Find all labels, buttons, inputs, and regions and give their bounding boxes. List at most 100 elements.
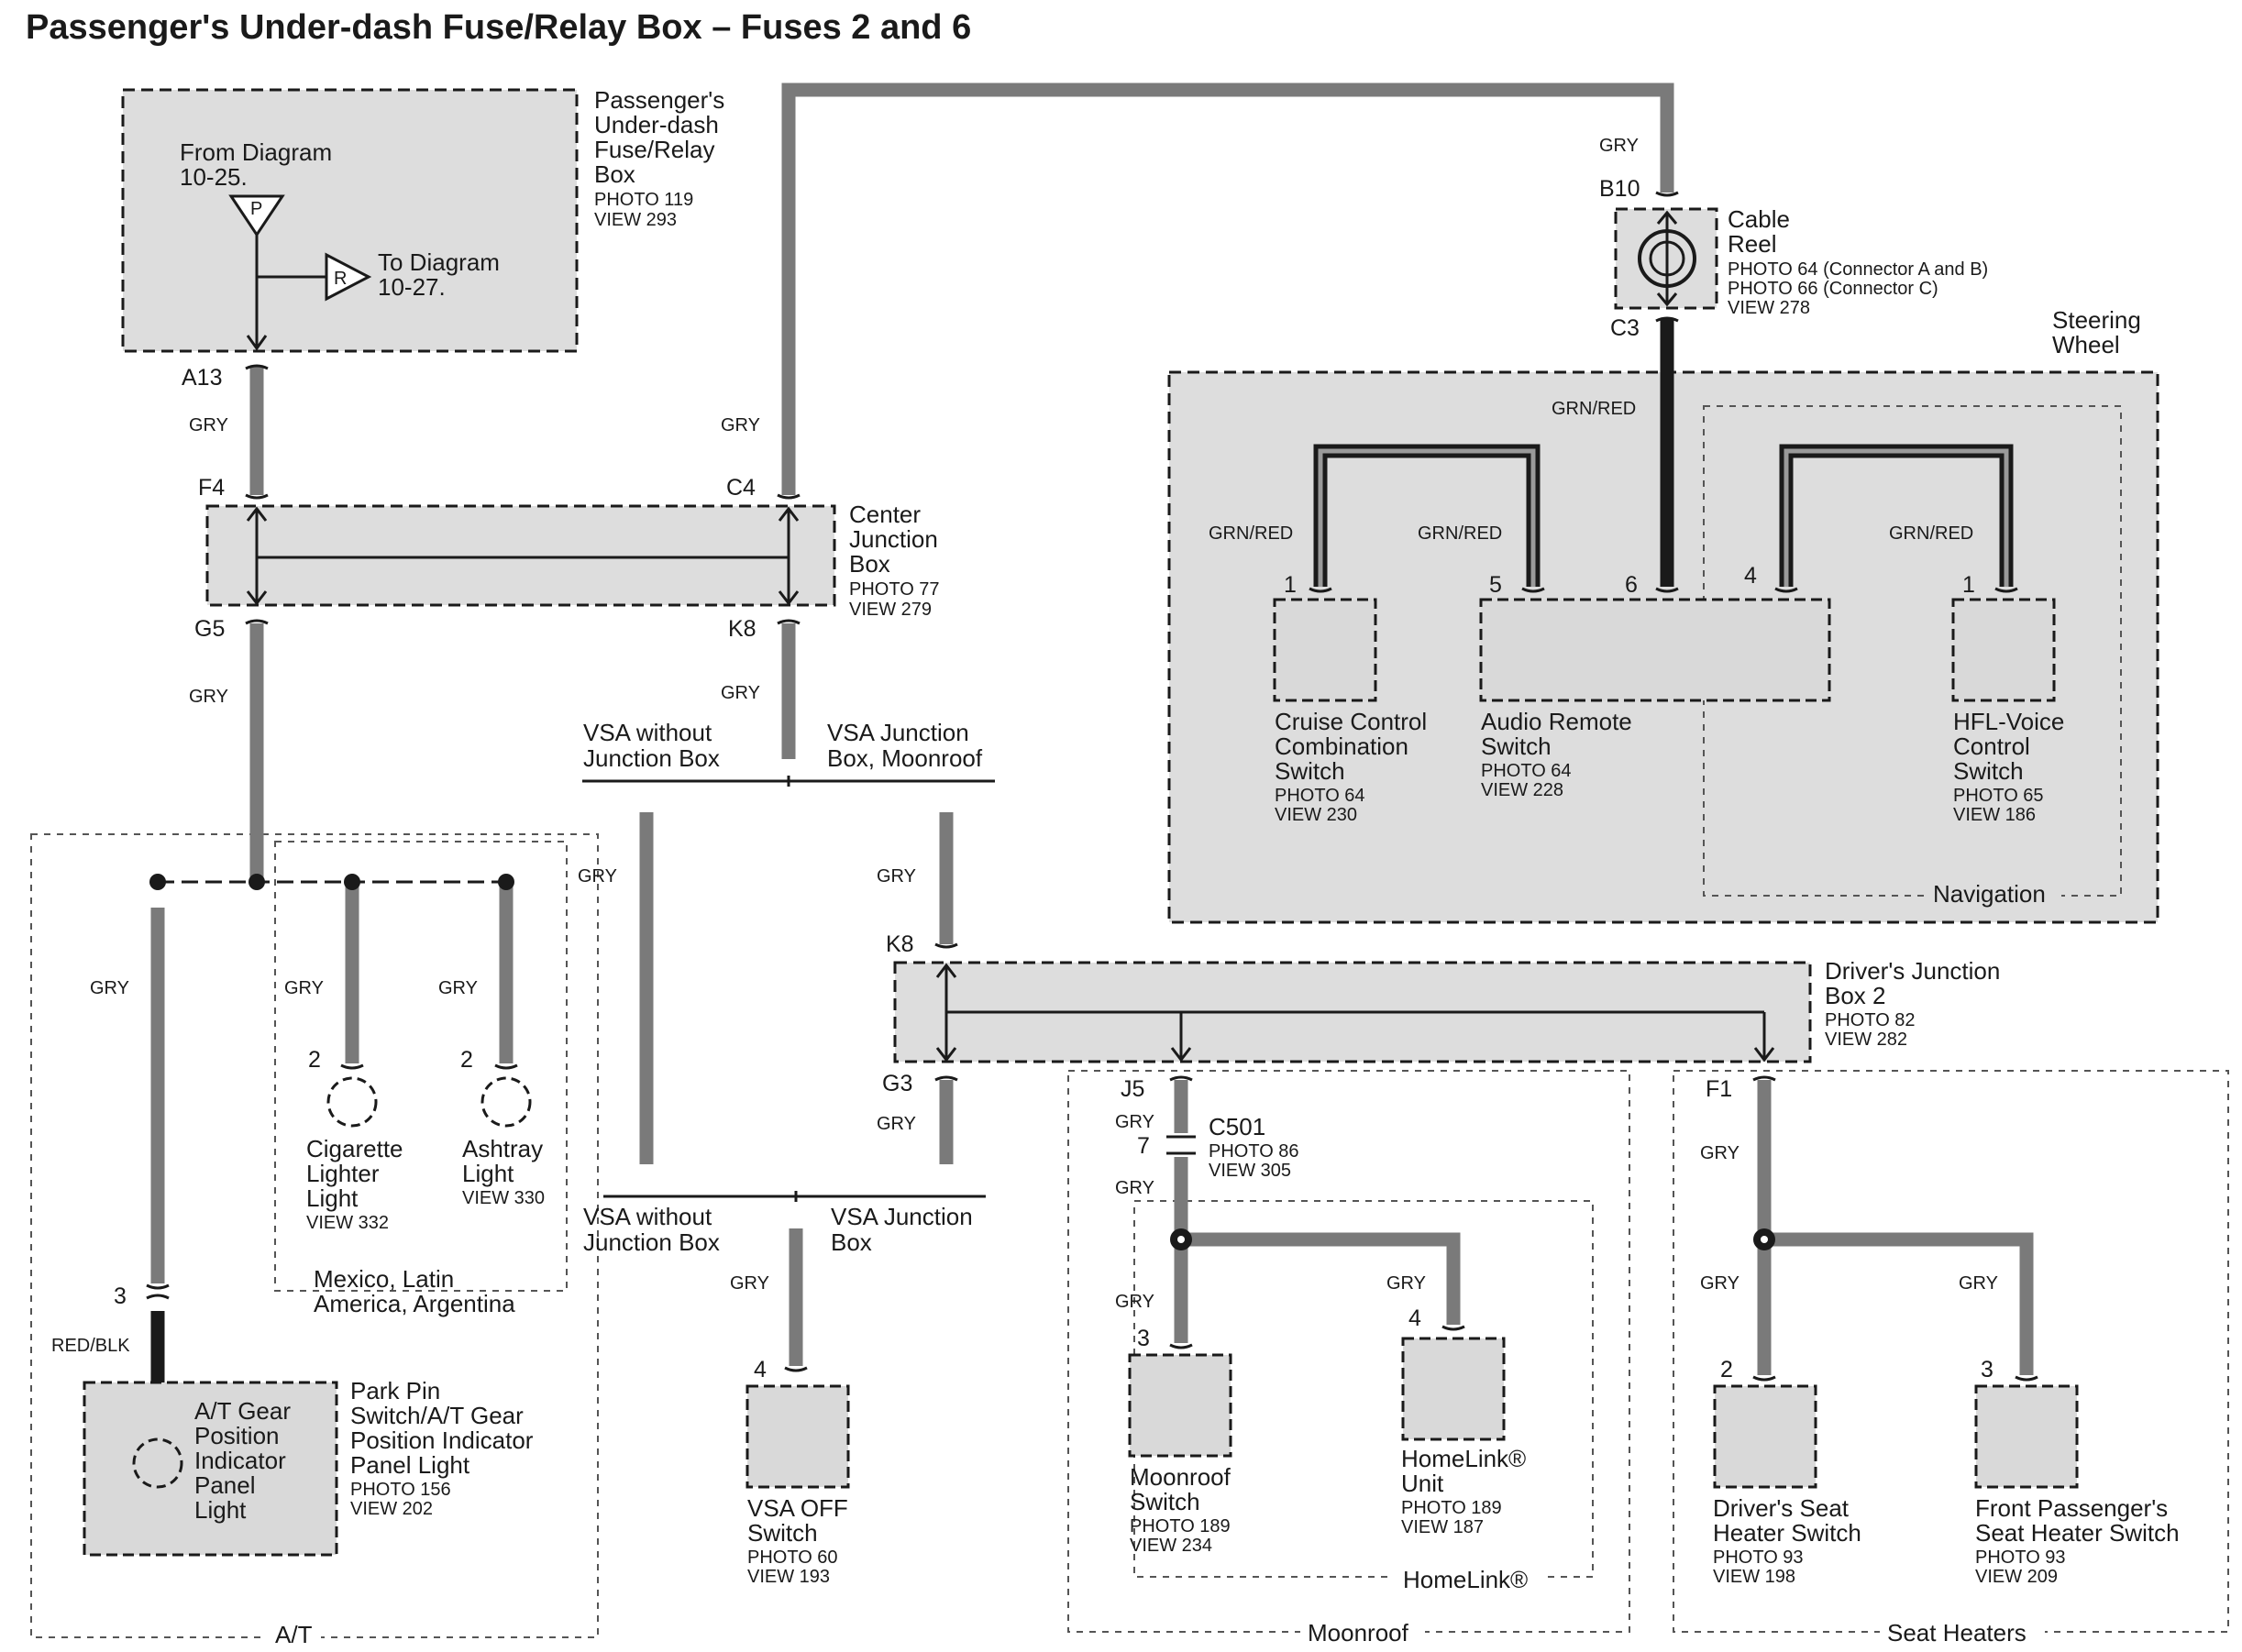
svg-text:VIEW 278: VIEW 278 — [1728, 298, 1810, 318]
svg-text:PHOTO 60: PHOTO 60 — [747, 1547, 838, 1568]
drivers-junction-label: Driver's Junction Box 2 PHOTO 82 VIEW 28… — [1825, 957, 2000, 1050]
svg-text:Control: Control — [1953, 732, 2030, 760]
svg-text:PHOTO 156: PHOTO 156 — [350, 1480, 451, 1500]
svg-text:VIEW 202: VIEW 202 — [350, 1499, 433, 1519]
park-pin-switch-label: Park Pin Switch/A/T Gear Position Indica… — [350, 1377, 534, 1519]
cigarette-lighter-label: Cigarette Lighter Light VIEW 332 — [306, 1135, 403, 1233]
svg-text:Position: Position — [194, 1422, 280, 1449]
homelink-group-label: HomeLink® — [1403, 1566, 1528, 1593]
c501-label: C501 PHOTO 86 VIEW 305 — [1209, 1113, 1299, 1181]
svg-text:Cigarette: Cigarette — [306, 1135, 403, 1162]
cruise-control-switch — [1273, 598, 1377, 702]
svg-text:2: 2 — [1720, 1357, 1733, 1382]
svg-text:PHOTO 65: PHOTO 65 — [1953, 786, 2044, 806]
svg-text:VIEW 193: VIEW 193 — [747, 1567, 830, 1587]
svg-text:Lighter: Lighter — [306, 1160, 380, 1187]
pin-f1: F1 — [1706, 1076, 1732, 1102]
svg-text:Box 2: Box 2 — [1825, 982, 1886, 1009]
svg-text:Junction: Junction — [849, 525, 938, 553]
svg-text:GRY: GRY — [189, 687, 228, 707]
svg-text:VSA without: VSA without — [583, 719, 712, 746]
pin-c3: C3 — [1610, 315, 1640, 341]
svg-text:Audio Remote: Audio Remote — [1481, 708, 1632, 735]
svg-text:Switch: Switch — [1481, 732, 1552, 760]
svg-text:Switch/A/T Gear: Switch/A/T Gear — [350, 1402, 524, 1429]
pin-a13: A13 — [182, 365, 222, 391]
svg-text:7: 7 — [1137, 1133, 1150, 1159]
audio-remote-switch — [1479, 598, 1831, 702]
pin-c4: C4 — [726, 475, 756, 501]
center-junction-box — [205, 504, 836, 607]
svg-text:10-25.: 10-25. — [180, 163, 248, 191]
svg-text:Fuse/Relay: Fuse/Relay — [594, 136, 715, 163]
homelink-unit-label: HomeLink® Unit PHOTO 189 VIEW 187 — [1401, 1445, 1526, 1537]
svg-text:Navigation: Navigation — [1933, 880, 2046, 908]
mexico-group-label: Mexico, Latin — [314, 1265, 454, 1293]
svg-text:GRY: GRY — [1386, 1273, 1426, 1294]
to-diagram-text: To Diagram — [378, 248, 500, 276]
svg-text:Switch: Switch — [1275, 757, 1345, 785]
svg-text:R: R — [334, 269, 347, 289]
svg-text:Cable: Cable — [1728, 205, 1790, 233]
svg-text:GRY: GRY — [721, 683, 760, 703]
svg-text:3: 3 — [1137, 1326, 1150, 1351]
driver-seat-heater-label: Driver's Seat Heater Switch PHOTO 93 VIE… — [1713, 1494, 1861, 1587]
svg-text:GRY: GRY — [721, 415, 760, 435]
svg-text:PHOTO 189: PHOTO 189 — [1401, 1498, 1502, 1518]
pin-k8-center: K8 — [728, 616, 757, 642]
svg-text:America, Argentina: America, Argentina — [314, 1290, 515, 1317]
at-group-label: A/T — [275, 1621, 313, 1648]
at-indicator-light — [83, 1381, 338, 1557]
variant-labels-bottom: VSA without Junction Box VSA Junction Bo… — [583, 1203, 973, 1256]
mexico-group-box — [274, 841, 568, 1292]
svg-text:VIEW 282: VIEW 282 — [1825, 1030, 1907, 1050]
svg-text:PHOTO 64: PHOTO 64 — [1481, 761, 1572, 781]
svg-text:GRY: GRY — [1700, 1143, 1739, 1163]
svg-text:HomeLink®: HomeLink® — [1401, 1445, 1526, 1472]
svg-text:Light: Light — [462, 1160, 514, 1187]
pin-g3: G3 — [882, 1071, 912, 1096]
svg-text:Box: Box — [831, 1228, 872, 1256]
svg-text:Panel Light: Panel Light — [350, 1451, 470, 1479]
svg-text:VIEW 198: VIEW 198 — [1713, 1567, 1795, 1587]
svg-text:2: 2 — [308, 1047, 321, 1073]
svg-text:2: 2 — [460, 1047, 473, 1073]
wire-pass-seat — [1764, 1232, 2034, 1375]
svg-text:PHOTO 64: PHOTO 64 — [1275, 786, 1365, 806]
svg-text:Junction Box: Junction Box — [583, 744, 720, 772]
svg-text:GRY: GRY — [284, 978, 324, 998]
svg-text:Park Pin: Park Pin — [350, 1377, 440, 1404]
moonroof-switch-label: Moonroof Switch PHOTO 189 VIEW 234 — [1130, 1463, 1231, 1556]
svg-text:Switch: Switch — [1953, 757, 2024, 785]
center-junction-label: Center Junction Box PHOTO 77 VIEW 279 — [849, 501, 940, 620]
pin-g5: G5 — [194, 616, 225, 642]
svg-text:Indicator: Indicator — [194, 1447, 286, 1474]
vsa-off-switch — [745, 1384, 850, 1489]
svg-text:GRN/RED: GRN/RED — [1209, 523, 1293, 544]
svg-text:GRY: GRY — [1115, 1178, 1154, 1198]
from-diagram-text: From Diagram — [180, 138, 332, 166]
hfl-voice-switch — [1951, 598, 2056, 702]
svg-text:Unit: Unit — [1401, 1470, 1444, 1497]
svg-text:3: 3 — [1981, 1357, 1994, 1382]
svg-text:HFL-Voice: HFL-Voice — [1953, 708, 2064, 735]
svg-text:VSA without: VSA without — [583, 1203, 712, 1230]
svg-text:PHOTO 93: PHOTO 93 — [1713, 1547, 1804, 1568]
svg-text:Switch: Switch — [1130, 1488, 1200, 1515]
homelink-unit — [1401, 1337, 1506, 1441]
svg-text:4: 4 — [1408, 1305, 1421, 1331]
svg-text:Under-dash: Under-dash — [594, 111, 719, 138]
svg-text:Combination: Combination — [1275, 732, 1408, 760]
ashtray-label: Ashtray Light VIEW 330 — [462, 1135, 545, 1208]
wire-homelink — [1181, 1232, 1461, 1325]
svg-text:Passenger's: Passenger's — [594, 86, 724, 114]
svg-text:Panel: Panel — [194, 1471, 256, 1499]
from-diagram-marker — [228, 194, 285, 237]
svg-text:PHOTO 189: PHOTO 189 — [1130, 1516, 1231, 1536]
svg-text:GRY: GRY — [730, 1273, 769, 1294]
svg-text:4: 4 — [1744, 563, 1757, 589]
fuse-box-label: Passenger's Under-dash Fuse/Relay Box PH… — [594, 86, 724, 230]
svg-text:P: P — [250, 199, 262, 219]
svg-text:GRY: GRY — [578, 866, 617, 887]
